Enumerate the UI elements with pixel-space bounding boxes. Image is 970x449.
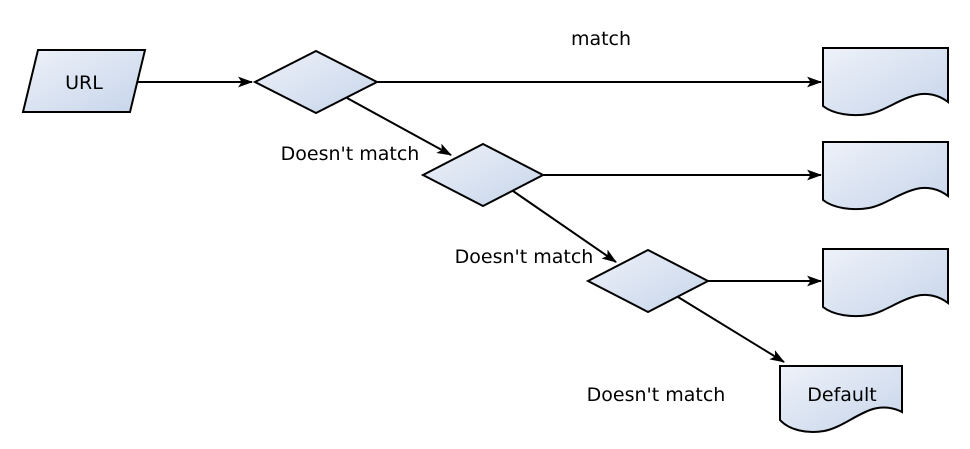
- connectors: [137, 76, 823, 363]
- document-3-node: [822, 248, 949, 318]
- decision-2-node: [420, 142, 546, 208]
- decision-1-node: [252, 49, 380, 115]
- edge-label-no-match-2: Doesn't match: [455, 246, 594, 268]
- default-document-label: Default: [807, 384, 876, 406]
- arrow-no-match-decision-3-to-default: [677, 296, 785, 363]
- arrow-no-match-decision-2-to-decision-3: [512, 190, 617, 263]
- arrow-no-match-decision-1-to-decision-2: [346, 97, 452, 156]
- labels: URL match Doesn't match Doesn't match Do…: [65, 28, 877, 406]
- url-input-node: [21, 49, 147, 113]
- edge-label-no-match-1: Doesn't match: [281, 143, 420, 165]
- decision-3-node: [585, 248, 711, 314]
- default-document-node: [779, 365, 903, 433]
- edge-label-no-match-3: Doesn't match: [587, 384, 726, 406]
- document-1-node: [822, 47, 949, 117]
- nodes: [21, 47, 949, 433]
- document-2-node: [822, 141, 949, 211]
- edge-label-match: match: [571, 28, 631, 50]
- url-node-label: URL: [65, 72, 103, 94]
